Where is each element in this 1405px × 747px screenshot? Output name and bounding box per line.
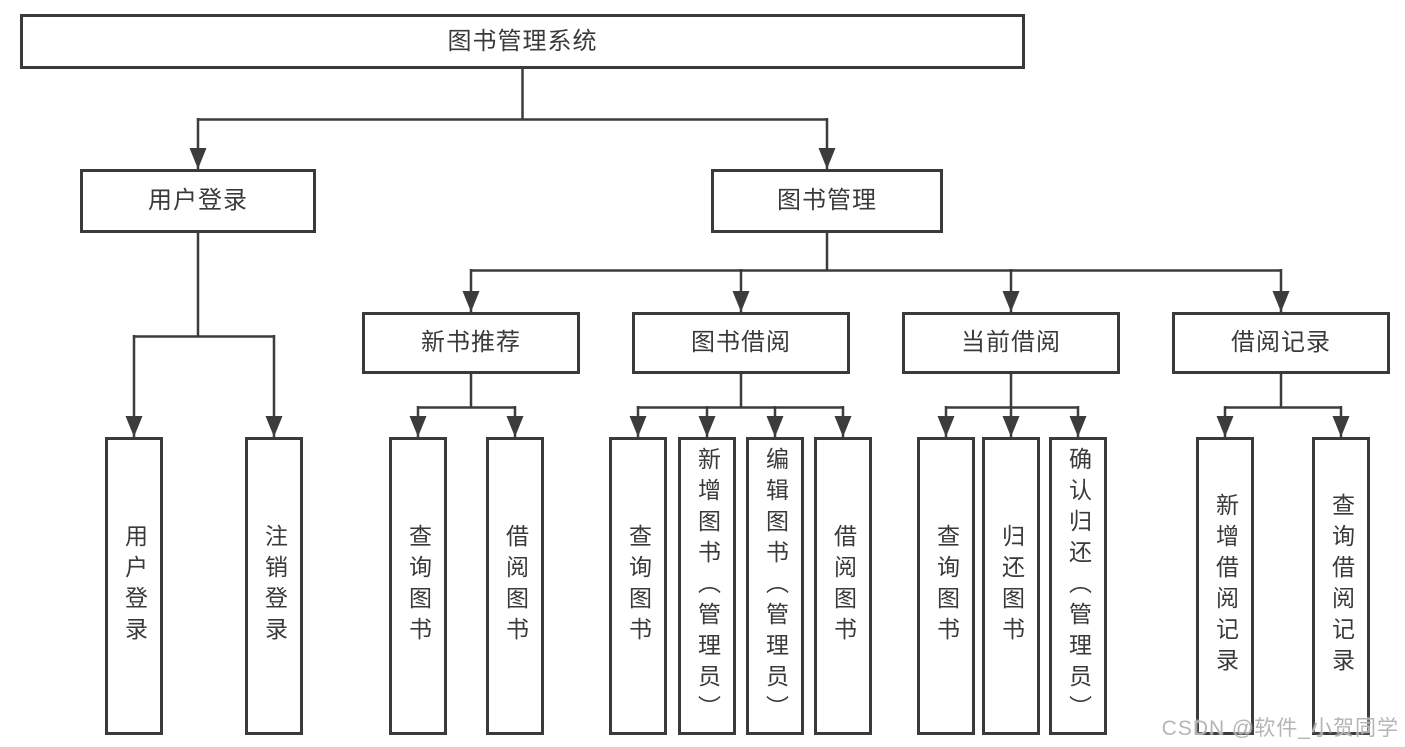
leaf-user-login: 用户登录 <box>105 437 163 735</box>
leaf-label: 确认归还（管理员） <box>1065 446 1092 726</box>
csdn-watermark: CSDN @软件_小贺同学 <box>1161 717 1399 740</box>
leaf-label: 归还图书 <box>998 524 1025 648</box>
leaf-borrow-books: 借阅图书 <box>814 437 872 735</box>
node-library-management-system: 图书管理系统 <box>20 14 1025 69</box>
node-label: 图书管理系统 <box>447 27 598 55</box>
leaf-label: 查询图书 <box>625 524 652 648</box>
leaf-return-book: 归还图书 <box>982 437 1040 735</box>
leaf-label: 查询图书 <box>933 524 960 648</box>
leaf-label: 查询图书 <box>405 524 432 648</box>
leaf-confirm-return-admin: 确认归还（管理员） <box>1049 437 1107 735</box>
leaf-query-books-current: 查询图书 <box>917 437 975 735</box>
leaf-label: 编辑图书（管理员） <box>762 446 789 726</box>
node-new-book-recommend: 新书推荐 <box>362 312 580 374</box>
leaf-label: 注销登录 <box>261 524 288 648</box>
leaf-logout: 注销登录 <box>245 437 303 735</box>
leaf-label: 新增借阅记录 <box>1212 493 1239 679</box>
node-user-login: 用户登录 <box>80 169 316 233</box>
leaf-query-books-recommend: 查询图书 <box>389 437 447 735</box>
node-label: 新书推荐 <box>421 329 521 356</box>
node-label: 当前借阅 <box>961 329 1061 356</box>
leaf-borrow-books-recommend: 借阅图书 <box>486 437 544 735</box>
node-book-borrowing: 图书借阅 <box>632 312 850 374</box>
leaf-edit-book-admin: 编辑图书（管理员） <box>746 437 804 735</box>
leaf-query-books-borrow: 查询图书 <box>609 437 667 735</box>
node-label: 借阅记录 <box>1231 329 1331 356</box>
leaf-label: 新增图书（管理员） <box>694 446 721 726</box>
leaf-add-book-admin: 新增图书（管理员） <box>678 437 736 735</box>
leaf-label: 借阅图书 <box>830 524 857 648</box>
node-borrowing-records: 借阅记录 <box>1172 312 1390 374</box>
node-label: 用户登录 <box>148 187 248 214</box>
leaf-label: 用户登录 <box>121 524 148 648</box>
leaf-label: 查询借阅记录 <box>1328 493 1355 679</box>
node-label: 图书管理 <box>777 187 877 214</box>
leaf-query-borrow-record: 查询借阅记录 <box>1312 437 1370 735</box>
leaf-add-borrow-record: 新增借阅记录 <box>1196 437 1254 735</box>
node-label: 图书借阅 <box>691 329 791 356</box>
node-book-management: 图书管理 <box>711 169 943 233</box>
leaf-label: 借阅图书 <box>502 524 529 648</box>
node-current-borrowing: 当前借阅 <box>902 312 1120 374</box>
